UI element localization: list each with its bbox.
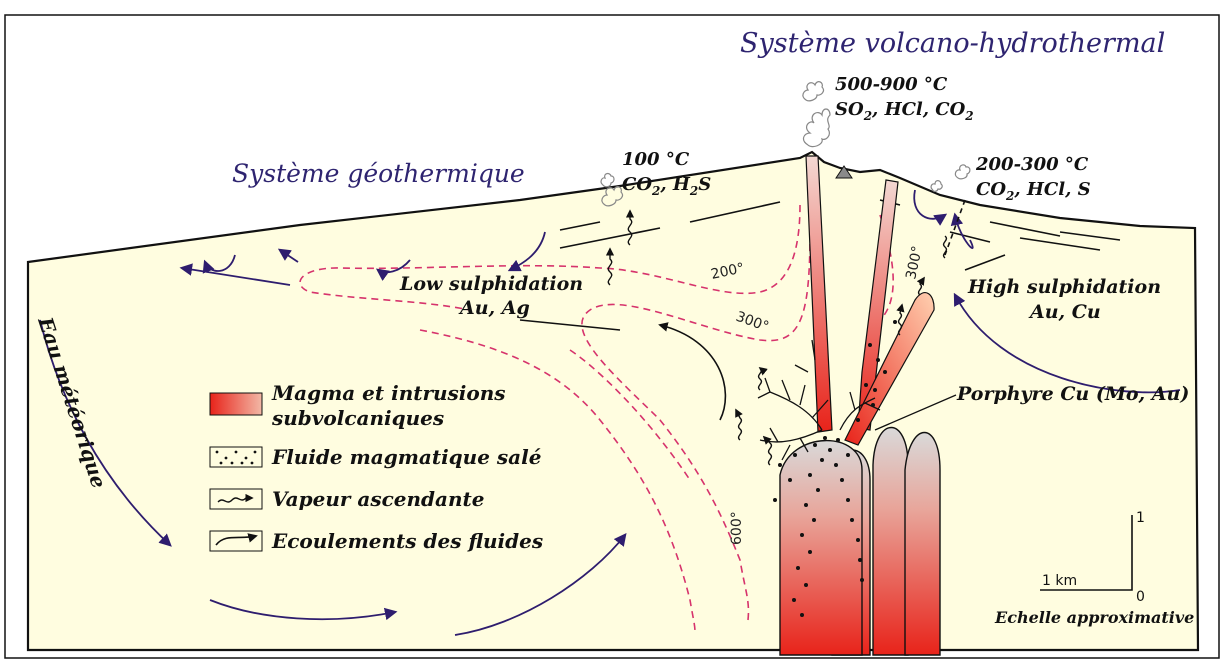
- fracture-network: [757, 339, 881, 461]
- fluid-dot: [834, 463, 838, 467]
- scale-caption: Echelle approximative: [994, 608, 1194, 627]
- curved-arrow-icon: [209, 530, 263, 552]
- fluid-dot: [836, 438, 840, 442]
- fluid-dot: [788, 478, 792, 482]
- vent-right-temp: 200-300 °C: [975, 154, 1089, 175]
- fluid-dot: [860, 578, 864, 582]
- fluid-dot: [234, 450, 238, 454]
- fluid-dot: [858, 558, 862, 562]
- porphyre-label: Porphyre Cu (Mo, Au): [956, 383, 1189, 405]
- crater: [835, 165, 853, 179]
- fluid-dot: [893, 320, 897, 324]
- fluid-dot: [856, 538, 860, 542]
- legend-icons: [209, 392, 263, 552]
- wavy-arrow-icon: [209, 488, 263, 510]
- low-sulph-line1: Low sulphidation: [399, 273, 583, 295]
- fluid-dot: [793, 453, 797, 457]
- fluid-dot: [868, 343, 872, 347]
- fluid-dot: [873, 388, 877, 392]
- fluid-dot: [796, 566, 800, 570]
- fluid-dot: [800, 613, 804, 617]
- porphyre-leader: [874, 394, 957, 431]
- fluid-dot: [253, 450, 257, 454]
- fluid-dot: [856, 418, 860, 422]
- fluid-dot: [823, 436, 827, 440]
- scale-bar: [1040, 515, 1133, 591]
- fluid-dot: [804, 583, 808, 587]
- fluid-dot: [812, 518, 816, 522]
- vent-top-temp: 500-900 °C: [835, 74, 948, 95]
- fluid-dot: [792, 598, 796, 602]
- fluid-dot: [250, 461, 254, 465]
- scale-km: 1 km: [1042, 573, 1077, 589]
- saline-fluid-dots: [773, 320, 897, 617]
- fluid-dot: [808, 473, 812, 477]
- vent-left-gas: CO2, H2S: [622, 174, 711, 198]
- frame: [4, 14, 1220, 659]
- title-volcano: Système volcano-hydrothermal: [740, 28, 1165, 59]
- fluid-dot: [816, 488, 820, 492]
- dikes: [805, 155, 935, 446]
- scale-top: 1: [1136, 510, 1145, 526]
- magma-swatch-icon: [209, 392, 263, 416]
- fluid-dot: [850, 518, 854, 522]
- title-geothermal: Système géothermique: [232, 159, 525, 188]
- fluid-dot: [804, 503, 808, 507]
- high-sulph-line1: High sulphidation: [967, 276, 1161, 298]
- fluid-dot: [828, 448, 832, 452]
- fluid-dot: [773, 498, 777, 502]
- fluid-dot: [820, 458, 824, 462]
- scale-zero: 0: [1136, 589, 1145, 605]
- isotherm-200: 200°: [710, 260, 746, 283]
- fluid-dot: [808, 550, 812, 554]
- fluid-dot: [876, 358, 880, 362]
- fluid-dot: [864, 383, 868, 387]
- legend-magma-line1: Magma et intrusions: [271, 381, 506, 405]
- fluid-dot: [215, 450, 219, 454]
- legend-flow: Ecoulements des fluides: [271, 529, 543, 553]
- fluid-dot: [846, 498, 850, 502]
- vent-top-gas: SO2, HCl, CO2: [835, 99, 974, 123]
- fluid-dot: [219, 461, 223, 465]
- fluid-dot: [778, 463, 782, 467]
- fluid-dot: [813, 443, 817, 447]
- vent-left-temp: 100 °C: [622, 149, 690, 170]
- legend-fluid: Fluide magmatique salé: [271, 445, 541, 469]
- black-flow-arrows: [658, 199, 1006, 421]
- isotherm-300-right: 300°: [903, 245, 926, 281]
- legend-magma-line2: subvolcaniques: [271, 406, 444, 430]
- vent-right-gas: CO2, HCl, S: [976, 179, 1091, 203]
- fluid-dot: [840, 478, 844, 482]
- fluid-dot: [883, 370, 887, 374]
- fluid-dot: [244, 456, 248, 460]
- fluid-dot: [224, 456, 228, 460]
- fumes: [600, 81, 971, 207]
- legend-vapour: Vapeur ascendante: [272, 487, 485, 511]
- rising-vapour: [605, 209, 948, 466]
- low-sulph-line2: Au, Ag: [458, 297, 530, 319]
- fluid-dot: [800, 533, 804, 537]
- dots-swatch-icon: [209, 446, 263, 468]
- fluid-dot: [240, 461, 244, 465]
- high-sulph-line2: Au, Cu: [1028, 301, 1101, 323]
- isotherm-600: 600°: [729, 511, 745, 545]
- fluid-dot: [230, 461, 234, 465]
- fluid-flow-arrows: [39, 189, 1181, 636]
- magma-chambers: [779, 426, 941, 656]
- fluid-dot: [846, 453, 850, 457]
- isotherm-lines: [299, 204, 894, 633]
